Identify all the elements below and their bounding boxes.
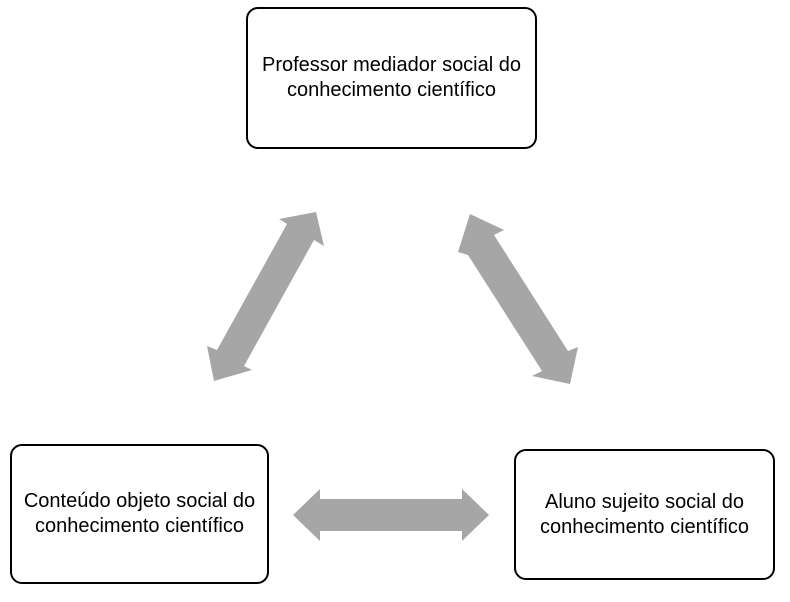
arrow-conteudo-aluno bbox=[293, 489, 489, 541]
node-aluno: Aluno sujeito social do conhecimento cie… bbox=[514, 449, 775, 580]
node-professor-label: Professor mediador social do conheciment… bbox=[261, 54, 521, 101]
arrow-professor-aluno bbox=[458, 214, 578, 384]
node-conteudo: Conteúdo objeto social do conhecimento c… bbox=[10, 444, 269, 584]
node-conteudo-label: Conteúdo objeto social do conhecimento c… bbox=[23, 490, 256, 537]
node-professor: Professor mediador social do conheciment… bbox=[246, 7, 537, 149]
arrow-conteudo-professor bbox=[207, 212, 324, 381]
node-aluno-label: Aluno sujeito social do conhecimento cie… bbox=[539, 490, 749, 538]
